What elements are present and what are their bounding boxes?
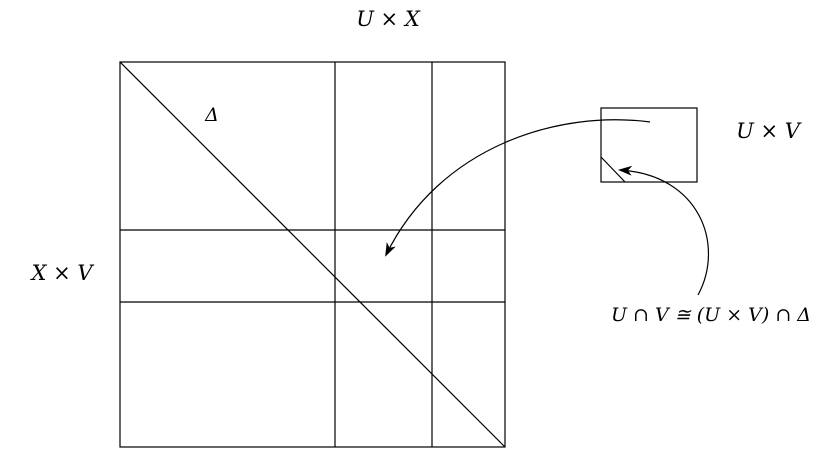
label-x-times-v: X × V xyxy=(29,261,94,285)
arrow-to-square xyxy=(385,119,651,257)
small-box-u-times-v xyxy=(600,107,698,183)
label-delta: Δ xyxy=(204,104,219,126)
label-intersection: U ∩ V ≅ (U × V) ∩ Δ xyxy=(611,304,811,326)
small-box-diagonal xyxy=(600,156,626,183)
product-square xyxy=(119,61,506,448)
arrow-to-small-diagonal xyxy=(618,165,710,296)
label-u-times-x: U × X xyxy=(356,7,421,31)
diagonal-line xyxy=(119,61,506,448)
label-small-box: U × V xyxy=(736,119,802,143)
